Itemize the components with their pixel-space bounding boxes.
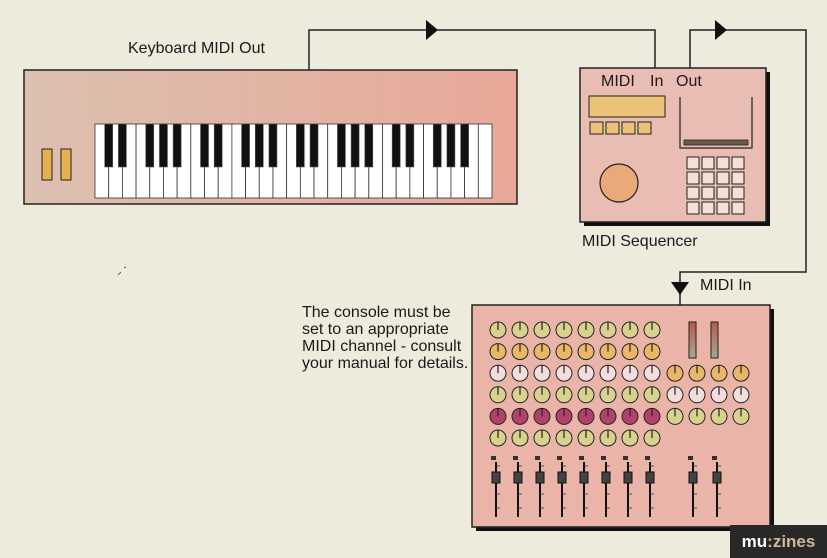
fader-button: [601, 456, 606, 460]
sequencer-midi-out-label: Out: [676, 73, 702, 90]
fader-cap: [535, 471, 545, 484]
sequencer-pad: [701, 171, 715, 185]
keyboard-button: [41, 148, 53, 181]
sequencer-pad: [701, 201, 715, 215]
sequencer-pad: [716, 186, 730, 200]
black-key: [213, 123, 223, 168]
black-key: [241, 123, 250, 168]
arrow-down-icon: [671, 282, 689, 295]
sequencer-pad: [731, 186, 745, 200]
sequencer-midi-label: MIDI: [601, 73, 635, 90]
fader-cap: [645, 471, 655, 484]
black-key: [460, 123, 469, 168]
keyboard-button: [60, 148, 72, 181]
sequencer-pad: [686, 201, 700, 215]
logo-part-2: :zines: [767, 531, 816, 551]
black-key: [118, 123, 127, 168]
level-meter: [710, 321, 719, 359]
midi-sequencer: [579, 67, 770, 226]
sequencer-button: [589, 121, 604, 135]
level-meter: [688, 321, 697, 359]
black-key: [296, 123, 305, 168]
fader-button: [579, 456, 584, 460]
sequencer-pad: [716, 171, 730, 185]
black-key: [104, 123, 113, 168]
fader-button: [491, 456, 496, 460]
sequencer-button: [637, 121, 652, 135]
fader-button: [557, 456, 562, 460]
black-key: [364, 123, 374, 168]
console-midi-in-label: MIDI In: [700, 277, 752, 294]
sequencer-pad: [716, 156, 730, 170]
sequencer-pad: [686, 171, 700, 185]
fader-cap: [712, 471, 722, 484]
sequencer-label: MIDI Sequencer: [582, 233, 698, 250]
fader-button: [535, 456, 540, 460]
sequencer-display: [588, 95, 666, 118]
sequencer-pad: [716, 201, 730, 215]
fader-cap: [579, 471, 589, 484]
black-key: [309, 123, 319, 168]
sequencer-data-wheel: [599, 163, 639, 203]
piano-keys: [94, 123, 493, 199]
logo-part-1: mu: [741, 531, 768, 551]
fader-button: [513, 456, 518, 460]
sequencer-button: [621, 121, 636, 135]
cable-sequencer-to-console: [679, 29, 807, 305]
fader-cap: [688, 471, 698, 484]
sequencer-pad: [731, 156, 745, 170]
fader-cap: [491, 471, 501, 484]
disk-slot: [679, 97, 753, 149]
fader-button: [645, 456, 650, 460]
fader-cap: [623, 471, 633, 484]
fader-cap: [513, 471, 523, 484]
keyboard: [23, 69, 518, 205]
sequencer-pad: [701, 156, 715, 170]
arrow-right-icon: [715, 20, 727, 40]
sequencer-midi-in-label: In: [650, 73, 664, 90]
black-key: [432, 123, 442, 168]
black-key: [446, 123, 456, 168]
black-key: [145, 123, 155, 168]
muzines-logo: mu:zines: [730, 525, 827, 558]
black-key: [405, 123, 415, 168]
mixing-console: [471, 304, 774, 531]
fader-button: [712, 456, 717, 460]
black-key: [254, 123, 264, 168]
black-key: [159, 123, 168, 168]
sequencer-pad: [731, 201, 745, 215]
midi-cables: [308, 29, 807, 305]
console-note: The console must be set to an appropriat…: [302, 304, 469, 372]
black-key: [268, 123, 278, 168]
cable-keyboard-to-sequencer: [308, 29, 656, 70]
sequencer-pad: [701, 186, 715, 200]
fader-cap: [557, 471, 567, 484]
fader-button: [688, 456, 693, 460]
arrow-right-icon: [426, 20, 438, 40]
black-key: [391, 123, 401, 168]
sequencer-pad: [686, 186, 700, 200]
keyboard-midi-out-label: Keyboard MIDI Out: [128, 40, 265, 57]
black-key: [350, 123, 360, 168]
white-key: [477, 123, 493, 199]
black-key: [172, 123, 182, 168]
fader-cap: [601, 471, 611, 484]
black-key: [200, 123, 209, 168]
sequencer-button: [605, 121, 620, 135]
sequencer-pad: [686, 156, 700, 170]
black-key: [337, 123, 346, 168]
fader-button: [623, 456, 628, 460]
sequencer-pad: [731, 171, 745, 185]
